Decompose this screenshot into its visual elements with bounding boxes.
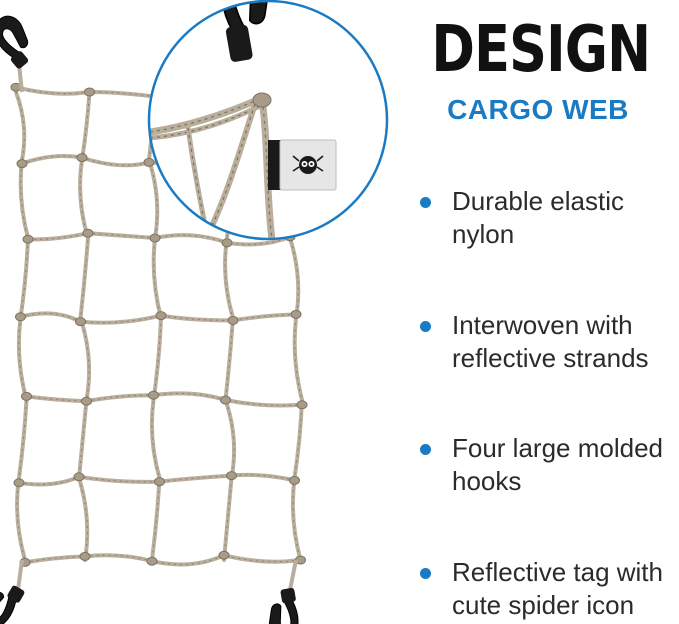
net-knot [76,153,88,163]
zoom-circle-border [147,0,389,241]
net-knot [84,87,95,97]
zoom-cord-strand [150,97,263,133]
net-knot [148,390,159,400]
net-knot [290,309,302,319]
hooks-group [0,15,299,624]
net-knot [221,238,233,248]
zoom-detail-circle [147,0,389,241]
net-knot [82,228,94,238]
net-knot [226,471,237,481]
net-cord-strand [20,312,297,324]
hook-icon [268,587,299,624]
bullet-dot-icon [420,321,431,332]
net-knot [75,317,86,327]
zoom-cord [258,96,276,238]
net-knot [220,395,231,405]
net-knot [81,396,92,406]
hook-icon [0,585,25,624]
zoom-cord-strand [187,127,209,238]
net-knot [73,472,85,482]
net-knot [289,475,300,485]
feature-text: Reflective tag with cute spider icon [452,557,663,620]
zoom-hook-icon [221,2,270,62]
net-cord-strand [18,474,295,485]
net-cord-horizontal [24,391,304,408]
zoom-knot [252,92,272,108]
feature-text: Four large molded hooks [452,433,663,496]
bullet-dot-icon [420,444,431,455]
reflective-tag [268,139,337,191]
net-knot [218,550,230,560]
net-knot [154,477,165,487]
bullet-dot-icon [420,568,431,579]
net-knot [13,478,25,488]
net-knot [21,391,32,401]
net-knot [146,556,158,566]
page-title: DESIGN [431,13,651,87]
bullet-dot-icon [420,197,431,208]
page-subtitle: CARGO WEB [447,94,629,125]
net-knot [22,234,34,244]
net-knot [149,233,161,243]
net-knot [296,400,308,410]
net-knot [155,311,167,321]
net-knot [15,312,26,322]
spider-icon [292,155,324,174]
cargo-net-product-image [0,0,389,624]
net-corner-cord [16,559,24,591]
feature-text: Durable elastic nylon [452,186,624,249]
net-knot [227,315,239,325]
net-knot [143,157,155,167]
feature-text: Interwoven with reflective strands [452,310,649,373]
net-knot [16,159,28,169]
hook-icon [0,15,29,69]
net-knot [79,551,91,561]
net-corner-cord [288,559,298,591]
